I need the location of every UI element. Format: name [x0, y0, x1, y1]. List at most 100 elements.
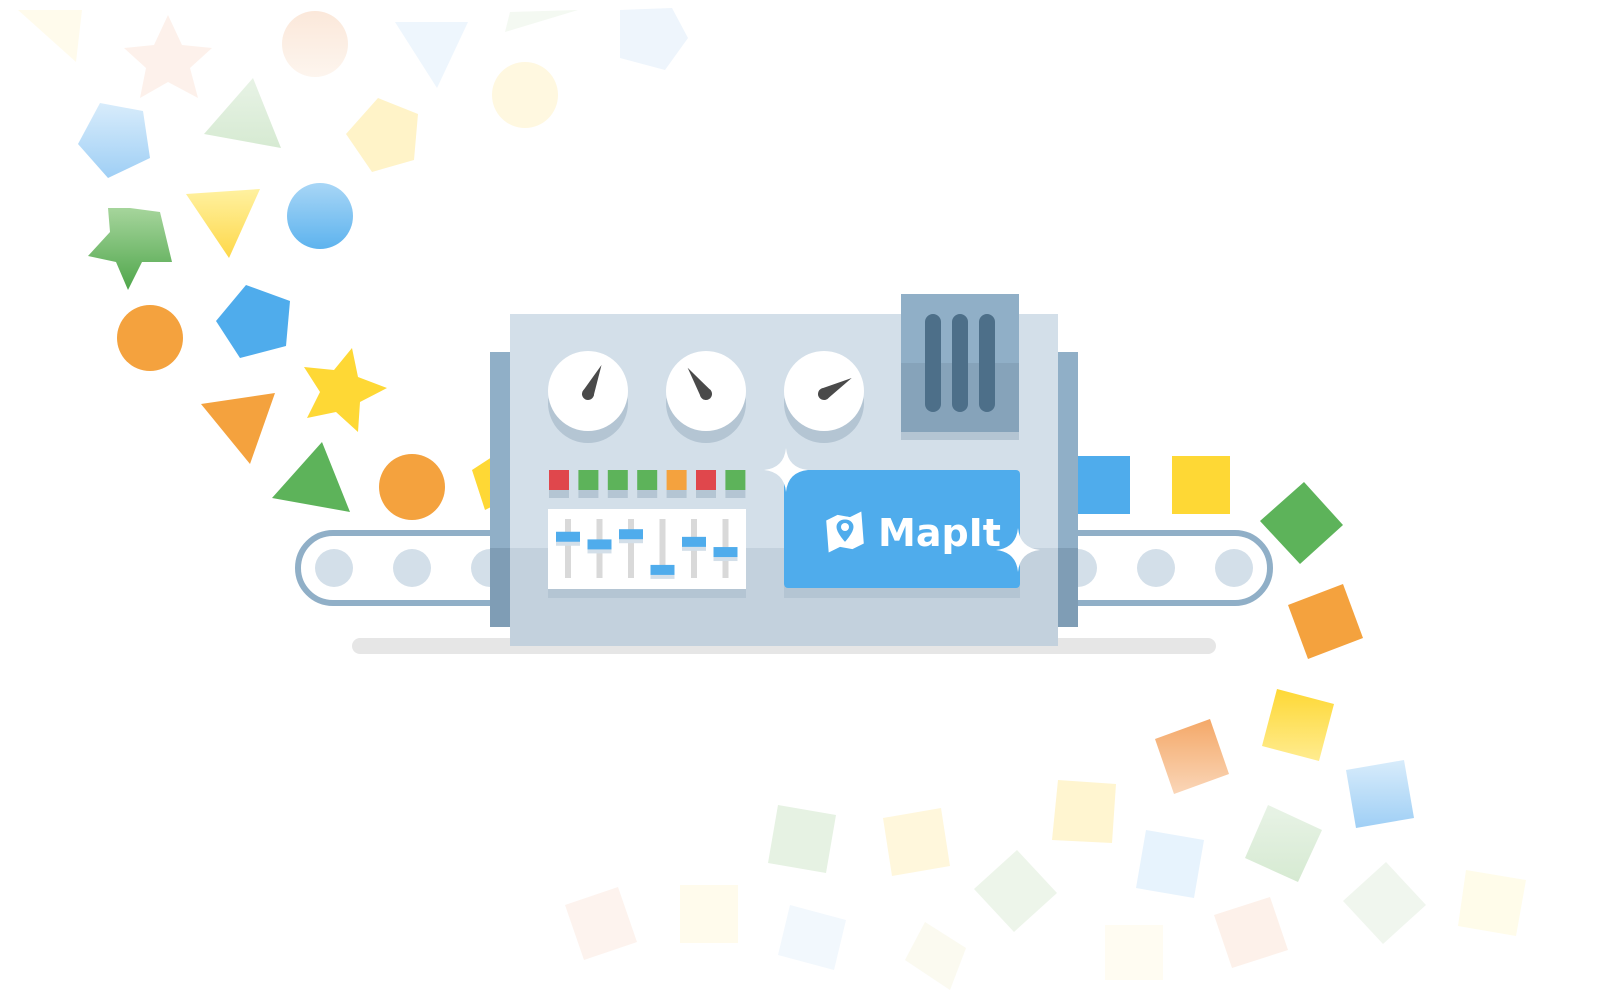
gauge-group [548, 351, 864, 443]
shape-faded-square [768, 805, 836, 873]
indicator-light-shadow [607, 490, 628, 498]
slider-knob[interactable] [619, 529, 643, 540]
shape-faded-pentagon-blue [78, 103, 150, 178]
indicator-light [666, 470, 687, 490]
shape-faded-square [565, 887, 637, 960]
machine-side-left-lower [490, 548, 512, 627]
shape-faded-triangle [395, 22, 468, 88]
faded-shapes-left [18, 8, 688, 178]
shape-faded-square [1245, 805, 1322, 882]
shape-triangle-orange [201, 393, 275, 464]
shape-square-yellow-fade [1262, 689, 1334, 761]
shape-circle-blue [287, 183, 353, 249]
slider-knob[interactable] [713, 547, 738, 558]
shape-square-orange [1288, 584, 1363, 659]
vent-slot-2 [952, 314, 968, 412]
slider-panel [548, 509, 746, 589]
slider-knob[interactable] [556, 531, 580, 542]
output-squares [1072, 456, 1230, 514]
vent-slot-1 [925, 314, 941, 412]
shape-faded-square [1458, 870, 1526, 936]
shape-pentagon-blue [216, 285, 290, 358]
roller-2 [393, 549, 431, 587]
shape-star-green [88, 208, 172, 290]
shape-faded-square [680, 885, 738, 943]
gauge-3 [784, 351, 864, 443]
slider-track[interactable] [659, 519, 666, 578]
square-yellow [1172, 456, 1230, 514]
slider-knob[interactable] [682, 536, 706, 547]
shape-triangle-green [272, 442, 350, 512]
roller-1 [315, 549, 353, 587]
sparkle-icon [764, 448, 808, 492]
gauge-2 [666, 351, 746, 443]
shape-faded-square [778, 905, 846, 970]
indicator-light-shadow [637, 490, 658, 498]
gauge-needle [687, 367, 712, 400]
shape-diamond-green [1260, 482, 1343, 564]
solid-shapes-right [1155, 482, 1414, 828]
roller-5 [1137, 549, 1175, 587]
shape-faded-square [1136, 830, 1204, 898]
shape-faded-square [1105, 925, 1163, 980]
square-blue [1072, 456, 1130, 514]
indicator-light-shadow [725, 490, 746, 498]
shape-star-yellow [304, 348, 387, 432]
shape-circle-orange-2 [379, 454, 445, 520]
slider-panel-shadow [548, 588, 746, 598]
vent-panel-shadow [901, 432, 1019, 440]
shape-faded-circle-yellow [492, 62, 558, 128]
gauge-1 [548, 351, 628, 443]
shape-faded-pentagon-yellow [346, 98, 418, 172]
shape-faded-square [18, 10, 82, 62]
indicator-light [549, 470, 569, 490]
slider-knob[interactable] [650, 564, 675, 575]
shape-faded-triangle-green [204, 78, 281, 148]
slider-knob-shadow [650, 572, 675, 579]
shape-partial-yellow [472, 455, 495, 510]
shape-faded-square [905, 922, 966, 990]
indicator-light [637, 470, 658, 490]
shape-faded-square [1214, 897, 1288, 968]
shape-faded-diamond [1343, 862, 1426, 944]
slider-track[interactable] [565, 519, 571, 578]
machine: MapIt [490, 294, 1078, 646]
sparkle-icon [996, 528, 1040, 572]
slider-knob-shadow [713, 555, 738, 562]
screen-shadow [784, 586, 1020, 598]
roller-6 [1215, 549, 1253, 587]
slider-knob[interactable] [587, 539, 612, 550]
brand-label: MapIt [878, 511, 1001, 555]
map-pin-icon [826, 511, 864, 553]
shape-square-orange-fade [1155, 719, 1229, 794]
vent-slot-3 [979, 314, 995, 412]
machine-side-right-lower [1056, 548, 1078, 627]
shape-square-blue-fade [1346, 760, 1414, 828]
indicator-light-shadow [666, 490, 687, 498]
screen [784, 470, 1020, 588]
shape-faded-star [124, 15, 212, 98]
slider-track[interactable] [628, 519, 634, 578]
shape-faded-square [1052, 780, 1116, 843]
slider-knob-shadow [619, 537, 643, 544]
indicator-lights [549, 470, 746, 498]
indicator-light-shadow [696, 490, 716, 498]
shape-faded-diamond [974, 850, 1057, 932]
solid-shapes-left [88, 183, 495, 520]
faded-shapes-bottom [565, 780, 1526, 990]
indicator-light [578, 470, 599, 490]
indicator-light [607, 470, 628, 490]
indicator-light [696, 470, 716, 490]
shape-faded-pentagon [620, 8, 688, 70]
shape-faded-circle [282, 11, 348, 77]
indicator-light-shadow [578, 490, 599, 498]
shape-circle-orange [117, 305, 183, 371]
slider-knob-shadow [682, 544, 706, 551]
slider-knob-shadow [587, 547, 612, 554]
gauge-needle [582, 364, 602, 400]
indicator-light [725, 470, 746, 490]
shape-faded-sliver [505, 10, 578, 32]
slider-knob-shadow [556, 539, 580, 546]
